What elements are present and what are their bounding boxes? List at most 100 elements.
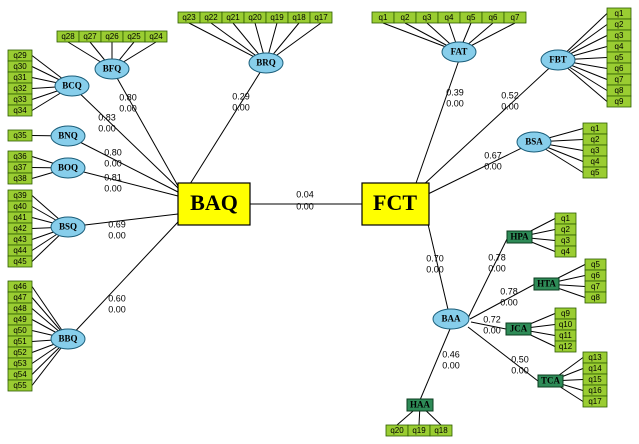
bsa-path-p-value: 0.00 xyxy=(484,161,502,171)
hpa-indicator-q3: q3 xyxy=(561,236,570,245)
hpa-path-coefficient: 0.78 xyxy=(488,252,506,262)
bfq-indicator-q25: q25 xyxy=(127,32,141,41)
baq-brq-path xyxy=(189,62,267,185)
fat-factor-node xyxy=(441,41,477,63)
fbt-factor-label: FBT xyxy=(549,55,567,65)
tca-subfactor-label: TCA xyxy=(541,376,561,386)
bbq-indicator-q46: q46 xyxy=(13,282,27,291)
baq-fct-path-coefficient: 0.04 xyxy=(296,189,314,199)
bfq-factor-node xyxy=(94,58,130,80)
fct-construct-label: FCT xyxy=(373,190,417,215)
fbt-path-coefficient: 0.52 xyxy=(501,90,519,100)
bbq-factor-node xyxy=(50,328,86,350)
hta-path-p-value: 0.00 xyxy=(500,297,518,307)
hpa-subfactor-label-box xyxy=(506,230,533,244)
bcq-indicator-q32: q32 xyxy=(13,84,27,93)
bsq-indicator-q45-box xyxy=(7,255,33,268)
fct-fbt-path xyxy=(419,59,559,189)
tca-indicator-q17: q17 xyxy=(588,397,602,406)
bsq-factor-node xyxy=(50,216,86,238)
hta-subfactor-label-box xyxy=(533,277,560,291)
baq-construct-label: BAQ xyxy=(190,190,238,215)
fbt-indicator-q5: q5 xyxy=(615,53,624,62)
boq-factor-label: BOQ xyxy=(58,163,78,173)
hta-indicator-q5: q5 xyxy=(591,260,600,269)
brq-factor-node xyxy=(248,52,284,74)
brq-indicator-q17-box xyxy=(309,11,333,24)
bfq-indicator-q28: q28 xyxy=(61,32,75,41)
jca-indicator-q10: q10 xyxy=(559,320,573,329)
brq-indicator-q19: q19 xyxy=(270,13,284,22)
haa-indicator-q18-box xyxy=(429,424,453,437)
baa-path-coefficient: 0.70 xyxy=(426,253,444,263)
bnq-factor-node xyxy=(50,125,86,147)
bbq-indicator-q47: q47 xyxy=(13,293,27,302)
bcq-indicator-q31: q31 xyxy=(13,73,27,82)
fbt-factor-node xyxy=(540,49,576,71)
bsq-indicator-q42: q42 xyxy=(13,224,27,233)
fat-indicator-q4: q4 xyxy=(445,13,454,22)
fat-indicator-q3: q3 xyxy=(423,13,432,22)
bnq-factor-label: BNQ xyxy=(58,131,78,141)
fat-indicator-q7: q7 xyxy=(511,13,520,22)
hta-indicator-q7: q7 xyxy=(591,282,600,291)
bsa-factor-node xyxy=(516,131,552,153)
bnq-path-coefficient: 0.80 xyxy=(104,147,122,157)
bcq-indicator-q29: q29 xyxy=(13,51,27,60)
fbt-indicator-q9-box xyxy=(606,95,632,108)
tca-subfactor-label-box xyxy=(537,374,564,388)
brq-indicator-q18: q18 xyxy=(292,13,306,22)
baa-factor-node xyxy=(432,308,470,330)
brq-path-coefficient: 0.29 xyxy=(232,91,250,101)
bcq-factor-label: BCQ xyxy=(62,81,82,91)
tca-path-coefficient: 0.50 xyxy=(511,354,529,364)
brq-path-p-value: 0.00 xyxy=(232,102,250,112)
fbt-indicator-q4: q4 xyxy=(615,42,624,51)
fat-indicator-q2: q2 xyxy=(401,13,410,22)
bfq-indicator-q26: q26 xyxy=(105,32,119,41)
brq-indicator-q23: q23 xyxy=(182,13,196,22)
bsa-indicator-q5: q5 xyxy=(591,168,600,177)
bcq-path-coefficient: 0.83 xyxy=(98,112,116,122)
fct-baa-path xyxy=(427,223,451,319)
fat-indicator-q7-box xyxy=(503,11,527,24)
bbq-path-p-value: 0.00 xyxy=(108,304,126,314)
jca-path-p-value: 0.00 xyxy=(483,325,501,335)
bsq-indicator-q40: q40 xyxy=(13,202,27,211)
jca-indicator-q11: q11 xyxy=(559,331,572,340)
baq-bfq-path xyxy=(111,68,179,187)
tca-path-p-value: 0.00 xyxy=(511,365,529,375)
bnq-path-p-value: 0.00 xyxy=(104,158,122,168)
boq-indicator-q38-box xyxy=(7,172,33,185)
jca-indicator-q9: q9 xyxy=(561,309,570,318)
tca-indicator-q17-box xyxy=(582,395,608,408)
baq-construct-box xyxy=(177,182,251,226)
bbq-indicator-q55: q55 xyxy=(13,381,27,390)
baq-bsq-path xyxy=(67,213,179,228)
haa-subfactor-label: HAA xyxy=(410,400,431,410)
baa-hpa-path xyxy=(467,236,509,319)
fct-construct-box xyxy=(361,182,430,226)
boq-indicator-q36: q36 xyxy=(13,152,27,161)
bsq-indicator-q43: q43 xyxy=(13,235,27,244)
fbt-path-p-value: 0.00 xyxy=(501,101,519,111)
baa-tca-path xyxy=(467,326,539,382)
bcq-factor-node xyxy=(54,75,90,97)
tca-indicator-q14: q14 xyxy=(588,364,602,373)
fat-indicator-q6: q6 xyxy=(489,13,498,22)
bfq-factor-label: BFQ xyxy=(103,64,122,74)
jca-subfactor-label: JCA xyxy=(510,324,528,334)
bbq-indicator-q54: q54 xyxy=(13,370,27,379)
bsq-path-coefficient: 0.69 xyxy=(108,219,126,229)
fbt-indicator-q9: q9 xyxy=(615,97,624,106)
hpa-indicator-q4: q4 xyxy=(561,247,570,256)
haa-path-p-value: 0.00 xyxy=(442,360,460,370)
fat-factor-label: FAT xyxy=(451,47,468,57)
brq-indicator-q17: q17 xyxy=(314,13,328,22)
bsa-indicator-q2: q2 xyxy=(591,135,600,144)
boq-factor-node xyxy=(50,157,86,179)
boq-indicator-q38: q38 xyxy=(13,174,27,183)
fbt-indicator-q1: q1 xyxy=(615,9,624,18)
